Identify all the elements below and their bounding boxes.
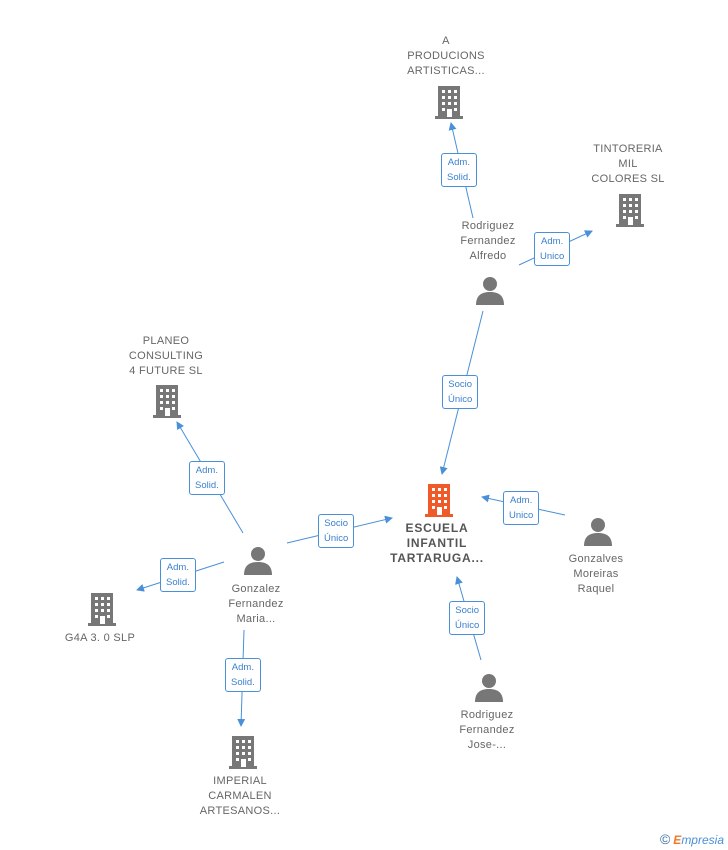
node-tintoreria[interactable]: TINTORERIA MIL COLORES SL [568, 142, 688, 187]
building-icon-main [425, 484, 453, 517]
building-icon [153, 385, 181, 418]
edge-label-adm-solid: Adm. Solid. [225, 658, 261, 692]
edge-label-socio-unico: Socio Único [442, 375, 479, 409]
brand-initial: E [673, 833, 682, 847]
node-rodriguez-jose[interactable]: Rodriguez Fernandez Jose-... [427, 708, 547, 753]
node-g4a[interactable]: G4A 3. 0 SLP [40, 631, 160, 646]
edge-label-adm-solid: Adm. Solid. [441, 153, 477, 187]
node-label: PLANEO CONSULTING 4 FUTURE SL [128, 335, 204, 377]
person-icon [475, 674, 503, 702]
edge-label-adm-unico: Adm. Unico [534, 232, 571, 266]
node-planeo[interactable]: PLANEO CONSULTING 4 FUTURE SL [106, 334, 226, 379]
node-gonzalves[interactable]: Gonzalves Moreiras Raquel [536, 552, 656, 597]
node-imperial[interactable]: IMPERIAL CARMALEN ARTESANOS... [180, 774, 300, 819]
node-label: Gonzalez Fernandez Maria... [228, 583, 284, 625]
building-icon [88, 593, 116, 626]
node-label: TINTORERIA MIL COLORES SL [591, 143, 665, 185]
node-gonzalez[interactable]: Gonzalez Fernandez Maria... [196, 582, 316, 627]
node-label: Rodriguez Fernandez Alfredo [460, 220, 516, 262]
building-icon [229, 736, 257, 769]
brand-name: mpresia [681, 833, 724, 847]
building-icon [616, 194, 644, 227]
edge-label-adm-unico: Adm. Unico [503, 491, 540, 525]
brand-footer[interactable]: ©Empresia [660, 831, 724, 847]
building-icon [435, 86, 463, 119]
node-label: Rodriguez Fernandez Jose-... [459, 709, 515, 751]
node-label: G4A 3. 0 SLP [64, 632, 136, 644]
node-label: A PRODUCIONS ARTISTICAS... [407, 35, 485, 77]
edge-label-adm-solid: Adm. Solid. [160, 558, 196, 592]
node-label: Gonzalves Moreiras Raquel [568, 553, 624, 595]
node-producions[interactable]: A PRODUCIONS ARTISTICAS... [386, 34, 506, 79]
node-label: IMPERIAL CARMALEN ARTESANOS... [199, 775, 281, 817]
edge-label-socio-unico: Socio Único [318, 514, 355, 548]
node-rodriguez-alfredo[interactable]: Rodriguez Fernandez Alfredo [428, 219, 548, 264]
person-icon [584, 518, 612, 546]
node-label: ESCUELA INFANTIL TARTARUGA... [390, 521, 484, 565]
node-escuela[interactable]: ESCUELA INFANTIL TARTARUGA... [377, 521, 497, 566]
person-icon [476, 277, 504, 305]
person-icon [244, 547, 272, 575]
edge-label-adm-solid: Adm. Solid. [189, 461, 225, 495]
edge-label-socio-unico: Socio Único [449, 601, 486, 635]
copyright-icon: © [659, 831, 671, 847]
